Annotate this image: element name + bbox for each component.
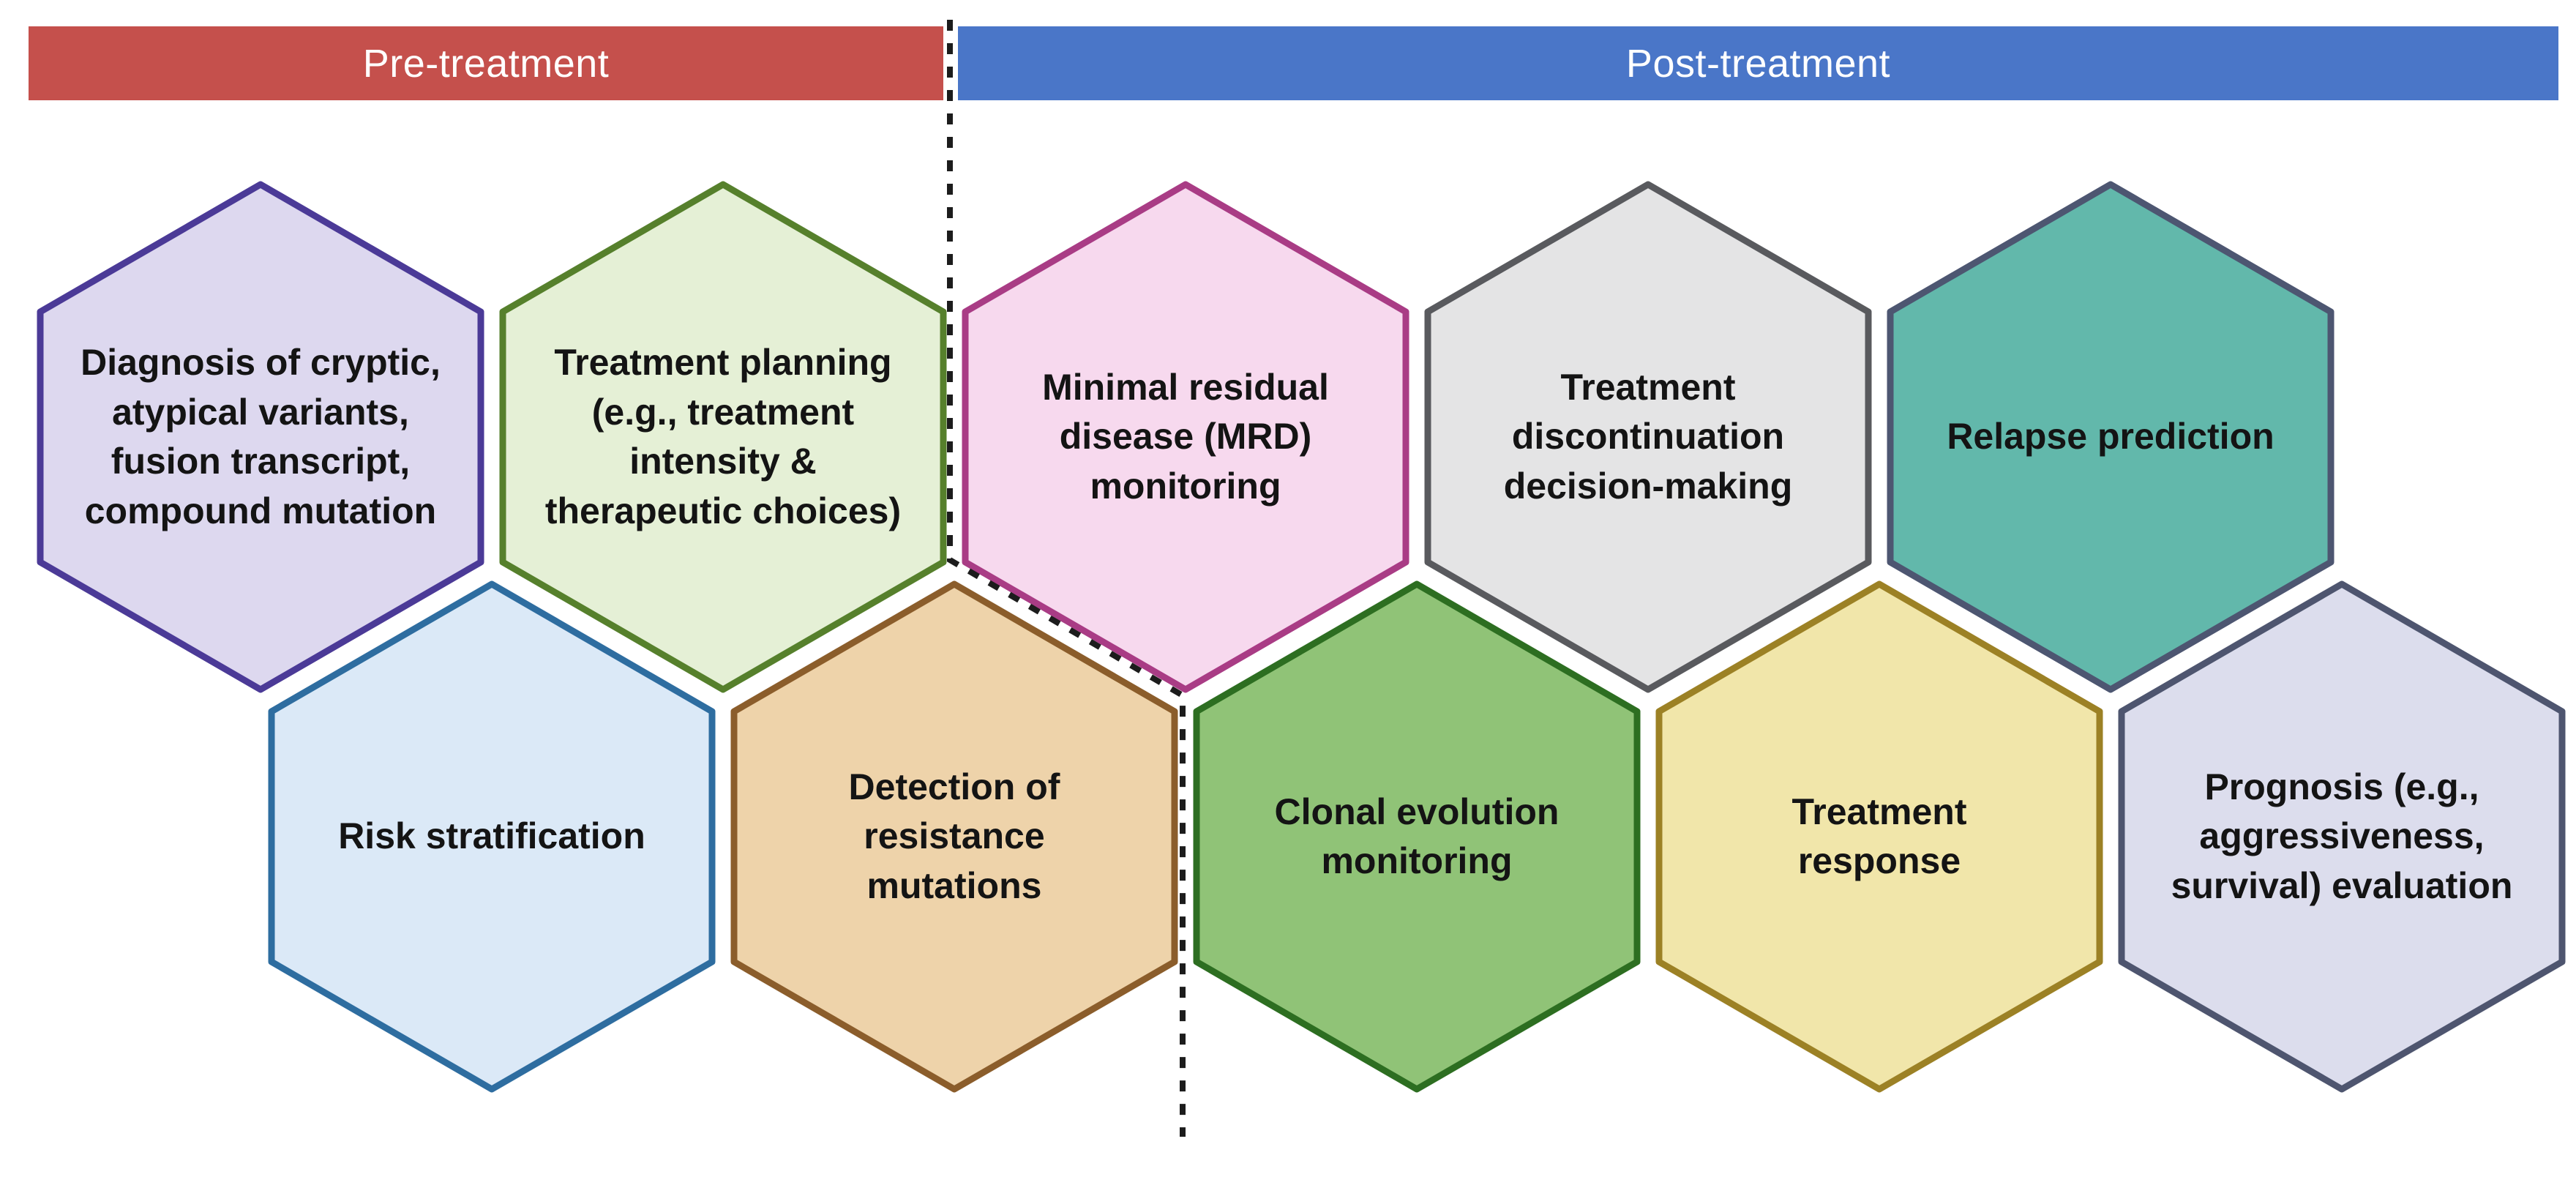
hexagon-shape: [1193, 580, 1641, 1093]
hexagon-shape: [1655, 580, 2103, 1093]
hexagon-label: Clonal evolution monitoring: [1274, 791, 1560, 882]
hexagon-shape: [37, 181, 484, 693]
hexagon-shape: [2118, 580, 2566, 1093]
hexagon-treatment-planning: Treatment planning (e.g., treatment inte…: [499, 181, 947, 693]
post-treatment-bar: Post-treatment: [958, 26, 2558, 100]
hexagon-label: Risk stratification: [338, 815, 645, 857]
hexagon-shape: [1424, 181, 1872, 693]
hexagon-treatment-response: Treatment response: [1655, 580, 2103, 1093]
hexagon-label: Treatment response: [1791, 791, 1967, 882]
hexagon-label: Prognosis (e.g., aggressiveness, surviva…: [2171, 766, 2513, 906]
hexagon-shape: [268, 580, 716, 1093]
hexagon-label: Diagnosis of cryptic, atypical variants,…: [80, 342, 441, 531]
pre-treatment-label: Pre-treatment: [362, 41, 610, 86]
hexagon-resistance-mutations: Detection of resistance mutations: [730, 580, 1178, 1093]
hexagon-shape: [1887, 181, 2334, 693]
hexagon-clonal-evolution: Clonal evolution monitoring: [1193, 580, 1641, 1093]
hexagon-label: Treatment discontinuation decision-makin…: [1503, 366, 1793, 507]
hexagon-diagnosis: Diagnosis of cryptic, atypical variants,…: [37, 181, 484, 693]
post-treatment-label: Post-treatment: [1625, 41, 1891, 86]
hexagon-risk-stratification: Risk stratification: [268, 580, 716, 1093]
hexagon-label: Detection of resistance mutations: [848, 766, 1060, 906]
pre-treatment-bar: Pre-treatment: [29, 26, 943, 100]
hexagon-shape: [499, 181, 947, 693]
hexagon-relapse-prediction: Relapse prediction: [1887, 181, 2334, 693]
hexagon-label: Relapse prediction: [1947, 416, 2274, 457]
hexagon-treatment-discontinuation: Treatment discontinuation decision-makin…: [1424, 181, 1872, 693]
hexagon-prognosis: Prognosis (e.g., aggressiveness, surviva…: [2118, 580, 2566, 1093]
hexagon-label: Treatment planning (e.g., treatment inte…: [544, 342, 902, 531]
